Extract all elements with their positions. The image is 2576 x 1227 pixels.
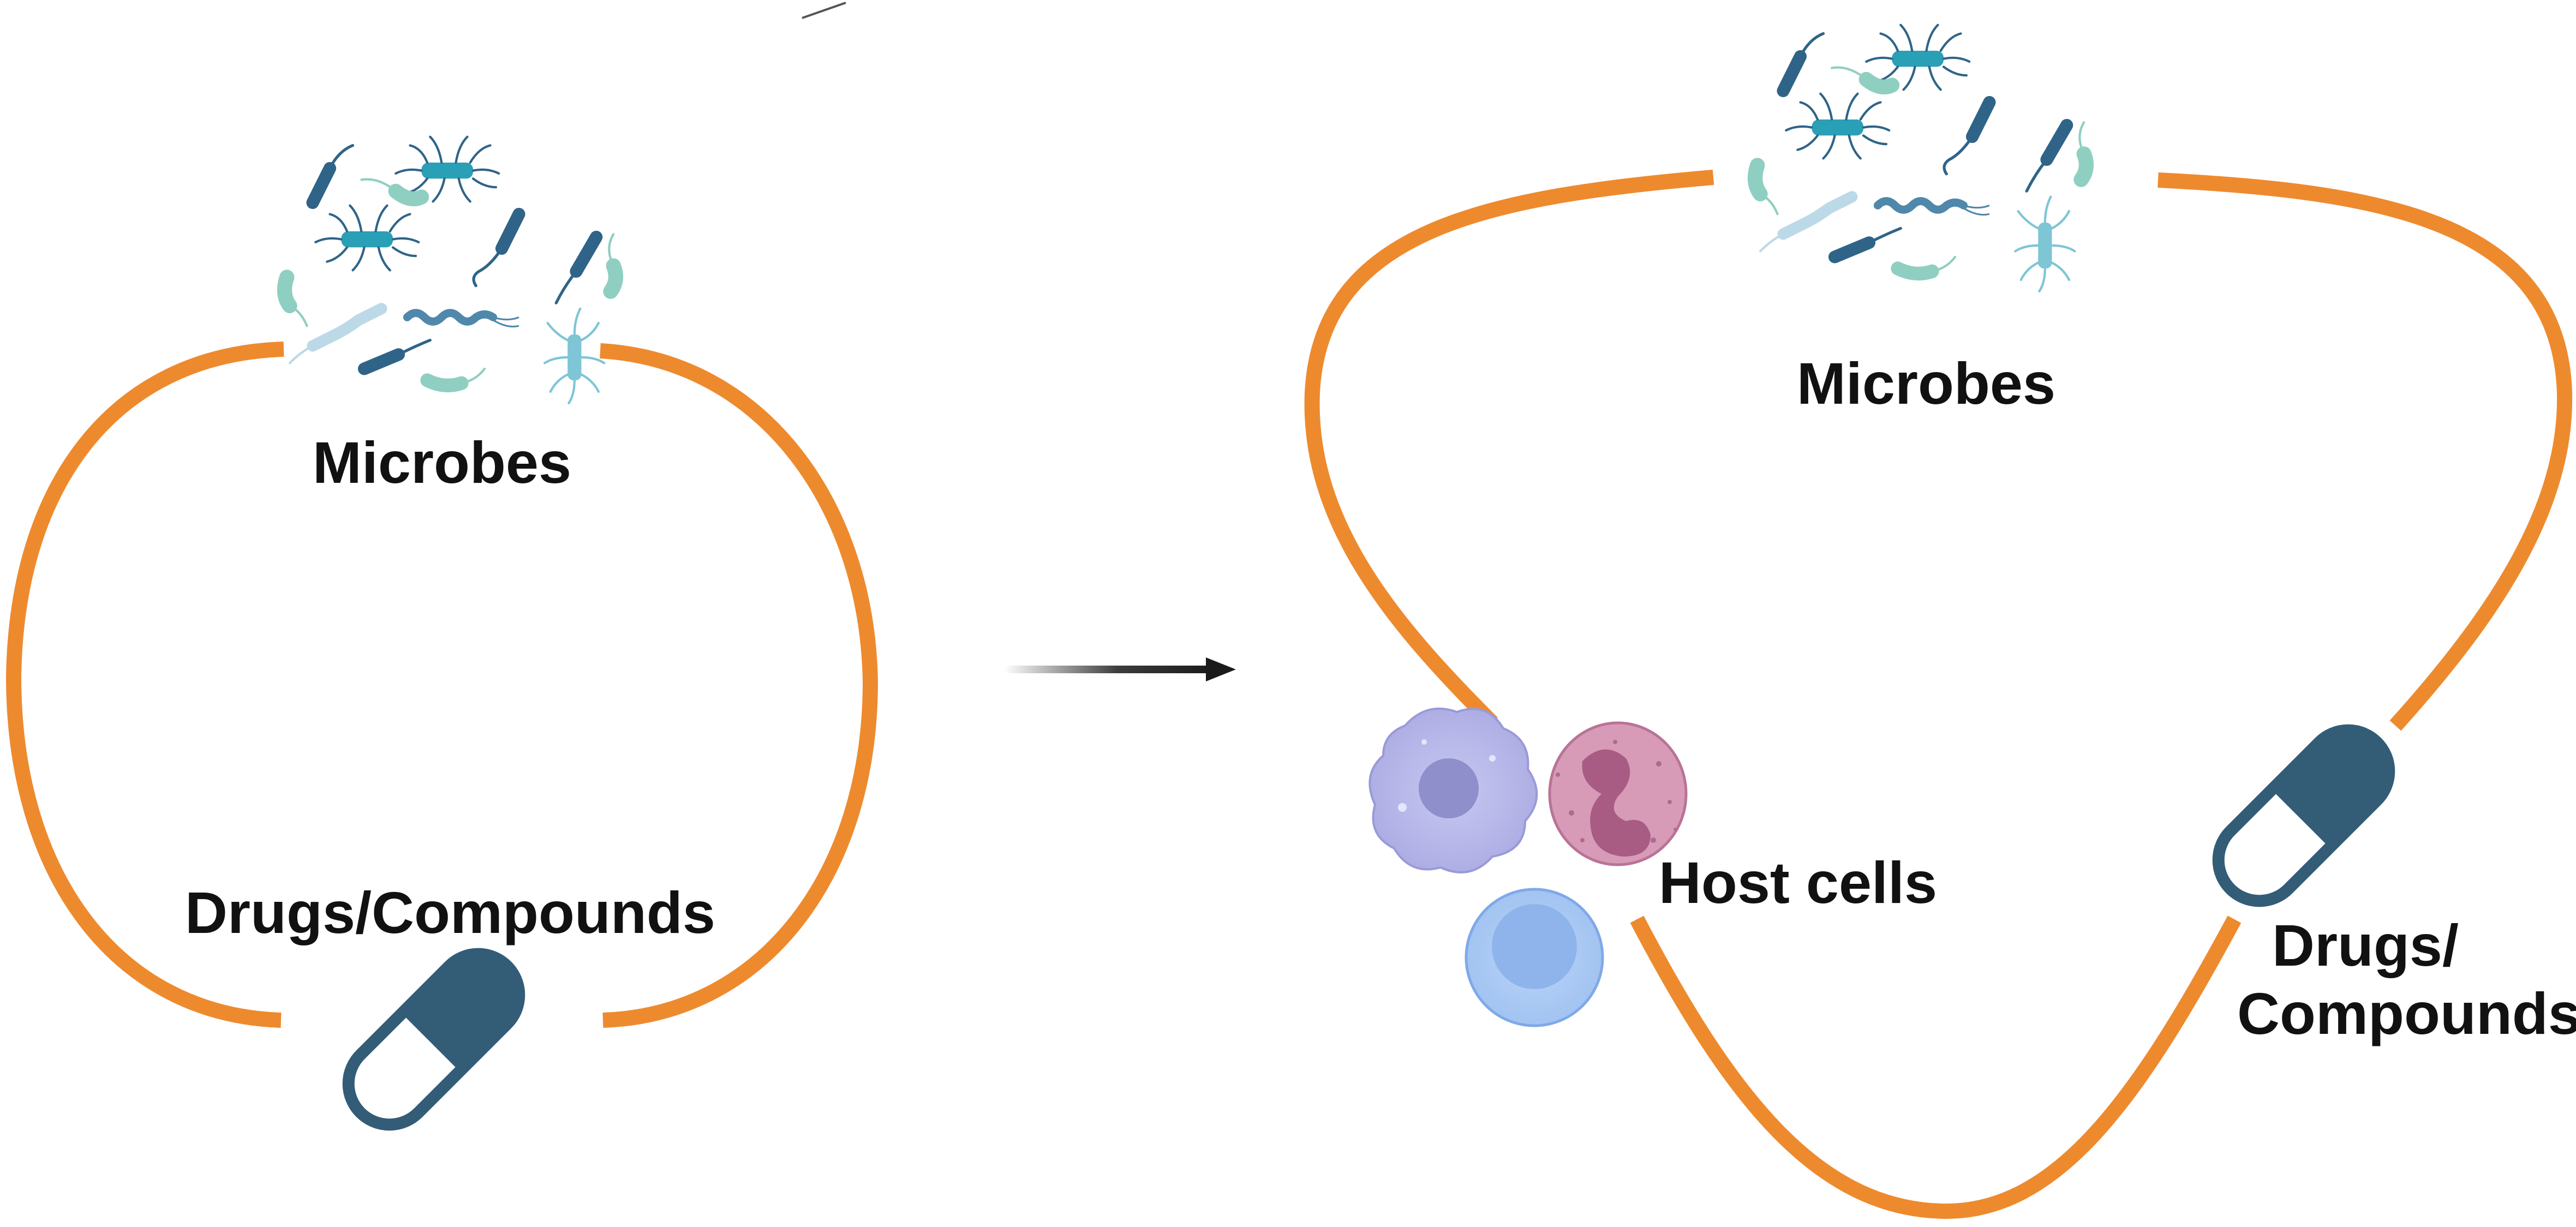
microbe-cluster-icon	[285, 137, 616, 403]
right-loop-top-right-arc	[2157, 172, 2573, 731]
right-panel: Microbes Host cells Dru	[1304, 25, 2576, 1219]
left-loop-left-arc	[5, 342, 284, 1028]
neutrophil-icon	[1548, 721, 1688, 866]
right-microbes-label: Microbes	[1797, 350, 2055, 416]
left-panel: Microbes Drugs/Compounds	[5, 137, 878, 1142]
macrophage-icon	[1368, 707, 1538, 873]
left-microbes-label: Microbes	[313, 429, 571, 495]
microbe-cluster-icon	[1755, 25, 2087, 291]
host-cells-label: Host cells	[1659, 849, 1937, 915]
right-loop-bottom-arc	[1630, 915, 2242, 1219]
left-loop-right-arc	[600, 343, 878, 1028]
capsule-icon	[2202, 714, 2406, 918]
right-arrow-icon	[1004, 657, 1236, 681]
right-drugs-label-line1: Drugs/	[2272, 912, 2459, 978]
lymphocyte-icon	[1465, 888, 1604, 1027]
right-loop-top-left-arc	[1304, 170, 1714, 728]
capsule-icon	[332, 937, 536, 1142]
right-drugs-label-line2: Compounds	[2237, 980, 2576, 1046]
left-drugs-label: Drugs/Compounds	[185, 879, 715, 945]
stray-mark	[802, 2, 846, 19]
